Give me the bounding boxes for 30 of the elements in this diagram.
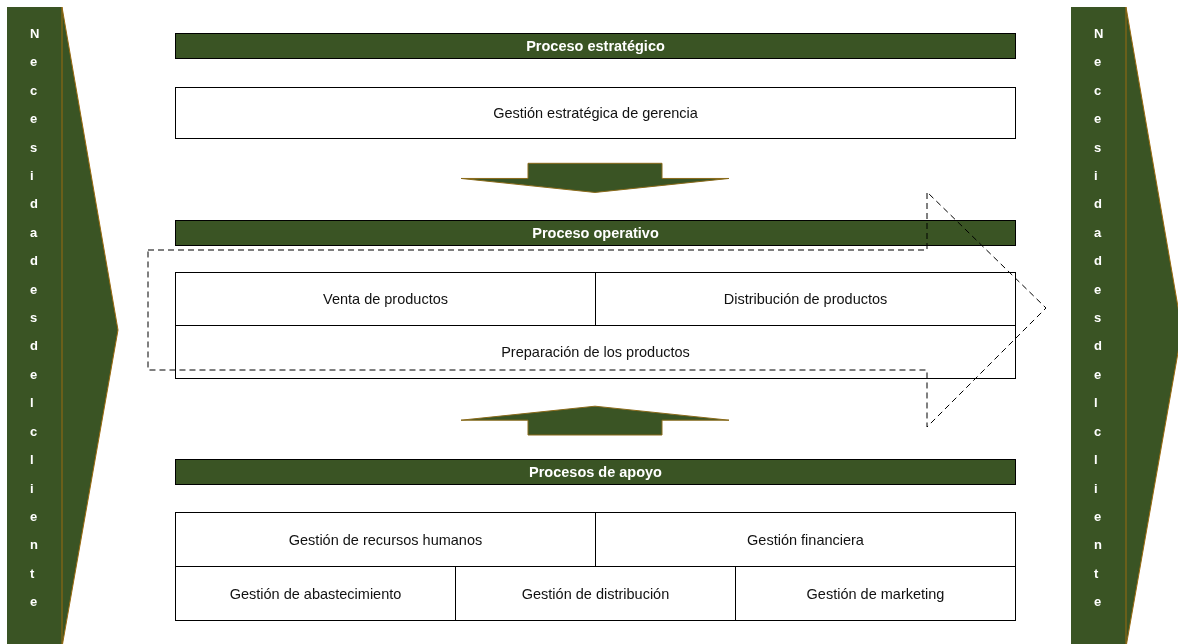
process-label: Venta de productos xyxy=(323,291,448,307)
process-box xyxy=(175,325,1016,379)
process-label: Gestión de recursos humanos xyxy=(288,531,483,548)
process-label: Gestión estratégica de gerencia xyxy=(493,105,698,121)
chevron-arrow xyxy=(1071,7,1178,644)
process-box xyxy=(175,87,1016,139)
vertical-label: Necesidades del cliente xyxy=(1094,25,1110,612)
block-arrow xyxy=(460,162,730,193)
header-bar xyxy=(175,220,1016,246)
vertical-label: Necesidades del cliente xyxy=(30,25,46,612)
process-box xyxy=(175,566,456,621)
section-title: Proceso operativo xyxy=(532,225,659,241)
process-label: Gestión de marketing xyxy=(806,585,945,602)
header-bar xyxy=(175,33,1016,59)
header-bar xyxy=(175,459,1016,485)
chevron-arrow xyxy=(7,7,119,644)
process-box xyxy=(735,566,1016,621)
process-box xyxy=(175,512,596,567)
process-label: Gestión de abastecimiento xyxy=(229,585,402,602)
process-label: Gestión de distribución xyxy=(521,585,670,602)
section-title: Proceso estratégico xyxy=(526,38,665,54)
process-box xyxy=(595,272,1016,326)
process-box xyxy=(595,512,1016,567)
process-label: Distribución de productos xyxy=(723,291,888,307)
outline-arrow xyxy=(147,191,1047,428)
process-box xyxy=(175,272,596,326)
process-label: Gestión financiera xyxy=(747,531,864,548)
section-title: Procesos de apoyo xyxy=(529,464,662,480)
process-label: Preparación de los productos xyxy=(501,344,690,360)
block-arrow xyxy=(460,405,730,436)
